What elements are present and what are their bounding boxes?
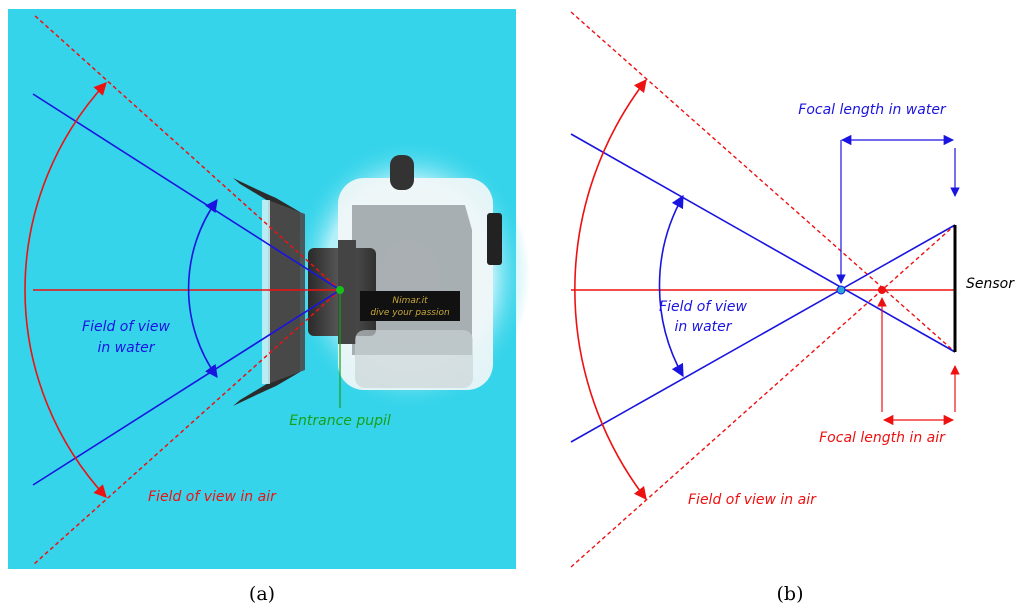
dome-port-inner — [268, 200, 305, 384]
fov-water-label-a-line1: Field of view — [82, 319, 171, 335]
entrance-pupil-dot — [336, 286, 344, 294]
nodal-point-water — [836, 285, 846, 295]
logo-stamp-line1: Nimar.it — [392, 296, 428, 306]
fov-water-label-b-line2: in water — [674, 319, 732, 335]
housing-lower-panel — [355, 330, 473, 388]
fov-water-label-b-line1: Field of view — [659, 299, 748, 315]
air-ray-upper — [32, 13, 341, 291]
fov-air-label-a: Field of view in air — [148, 489, 277, 505]
logo-stamp-line2: dive your passion — [370, 308, 450, 318]
focal-water-label: Focal length in water — [798, 102, 947, 118]
nodal-point-air — [878, 286, 886, 294]
lens-ring — [338, 240, 356, 344]
fov-air-arc-a — [24, 82, 107, 498]
fov-water-arc-a — [187, 198, 218, 379]
housing-side-knob — [487, 213, 502, 265]
panel-b: Sensor Focal length in water Focal lengt… — [570, 11, 1015, 605]
caption-a: (a) — [249, 583, 275, 605]
fov-air-arc-b — [574, 78, 647, 501]
housing-handle — [390, 155, 414, 190]
water-ray-lower — [32, 289, 341, 486]
camera-housing-illustration: Nimar.it dive your passion — [233, 140, 530, 410]
air-ray-lower-b — [570, 224, 956, 568]
water-ray-upper — [32, 93, 341, 291]
panel-a: Nimar.it dive your passion Field of view… — [8, 9, 530, 605]
fov-air-label-b: Field of view in air — [688, 492, 817, 508]
air-ray-lower — [32, 289, 341, 566]
focal-air-label: Focal length in air — [819, 430, 946, 446]
dome-front-glass — [262, 200, 270, 384]
entrance-pupil-label: Entrance pupil — [289, 413, 391, 429]
air-ray-upper-b — [570, 11, 956, 353]
fov-water-label-a-line2: in water — [97, 340, 155, 356]
sensor-label: Sensor — [966, 276, 1015, 292]
fov-water-arc-b — [658, 194, 684, 378]
caption-b: (b) — [777, 583, 804, 605]
water-ray-upper-b — [570, 133, 956, 353]
water-ray-lower-b — [570, 224, 956, 443]
logo-plate — [360, 291, 460, 321]
